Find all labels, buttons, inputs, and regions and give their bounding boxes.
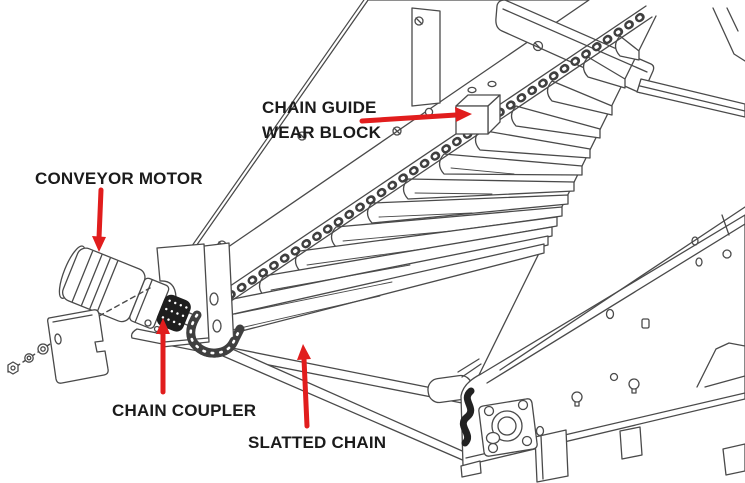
conveyor-motor-drawing bbox=[58, 245, 197, 332]
label-chain-coupler: CHAIN COUPLER bbox=[112, 401, 257, 420]
slat-seam-lines bbox=[213, 167, 515, 335]
frame-bolts bbox=[571, 249, 732, 407]
drive-cluster-drawing bbox=[58, 242, 239, 358]
label-line: CHAIN GUIDE bbox=[262, 98, 377, 117]
chain-coupler-drawing bbox=[156, 294, 191, 332]
label-line: WEAR BLOCK bbox=[262, 123, 382, 142]
small-fastener bbox=[144, 319, 152, 327]
frame-legs bbox=[460, 426, 745, 483]
drive-chain-loop bbox=[186, 310, 239, 358]
callout-arrows bbox=[92, 107, 472, 429]
label-conveyor-motor: CONVEYOR MOTOR bbox=[35, 169, 203, 188]
label-slatted-chain: SLATTED CHAIN bbox=[248, 433, 387, 452]
arrow-chain-guide-wear-block bbox=[359, 107, 472, 124]
cover-plate-fasteners bbox=[7, 343, 49, 375]
arrow-slatted-chain bbox=[297, 344, 311, 429]
label-chain-guide-wear-block: CHAIN GUIDE WEAR BLOCK bbox=[262, 95, 381, 145]
slat-bed-drawing bbox=[201, 35, 640, 341]
top-right-frame-lines bbox=[712, 7, 745, 62]
hanger-strip-drawing bbox=[411, 7, 441, 107]
cover-plate-drawing bbox=[7, 287, 151, 384]
chain-tensioner bbox=[459, 387, 475, 447]
wear-block-drawing bbox=[424, 80, 501, 135]
top-bracket-drawing bbox=[495, 0, 745, 118]
frame-plate-drawing bbox=[457, 206, 745, 483]
arrow-chain-coupler bbox=[156, 318, 170, 395]
arrow-conveyor-motor bbox=[92, 187, 106, 252]
bearing-flange bbox=[478, 398, 538, 457]
frame-edge-bracket bbox=[696, 342, 745, 388]
